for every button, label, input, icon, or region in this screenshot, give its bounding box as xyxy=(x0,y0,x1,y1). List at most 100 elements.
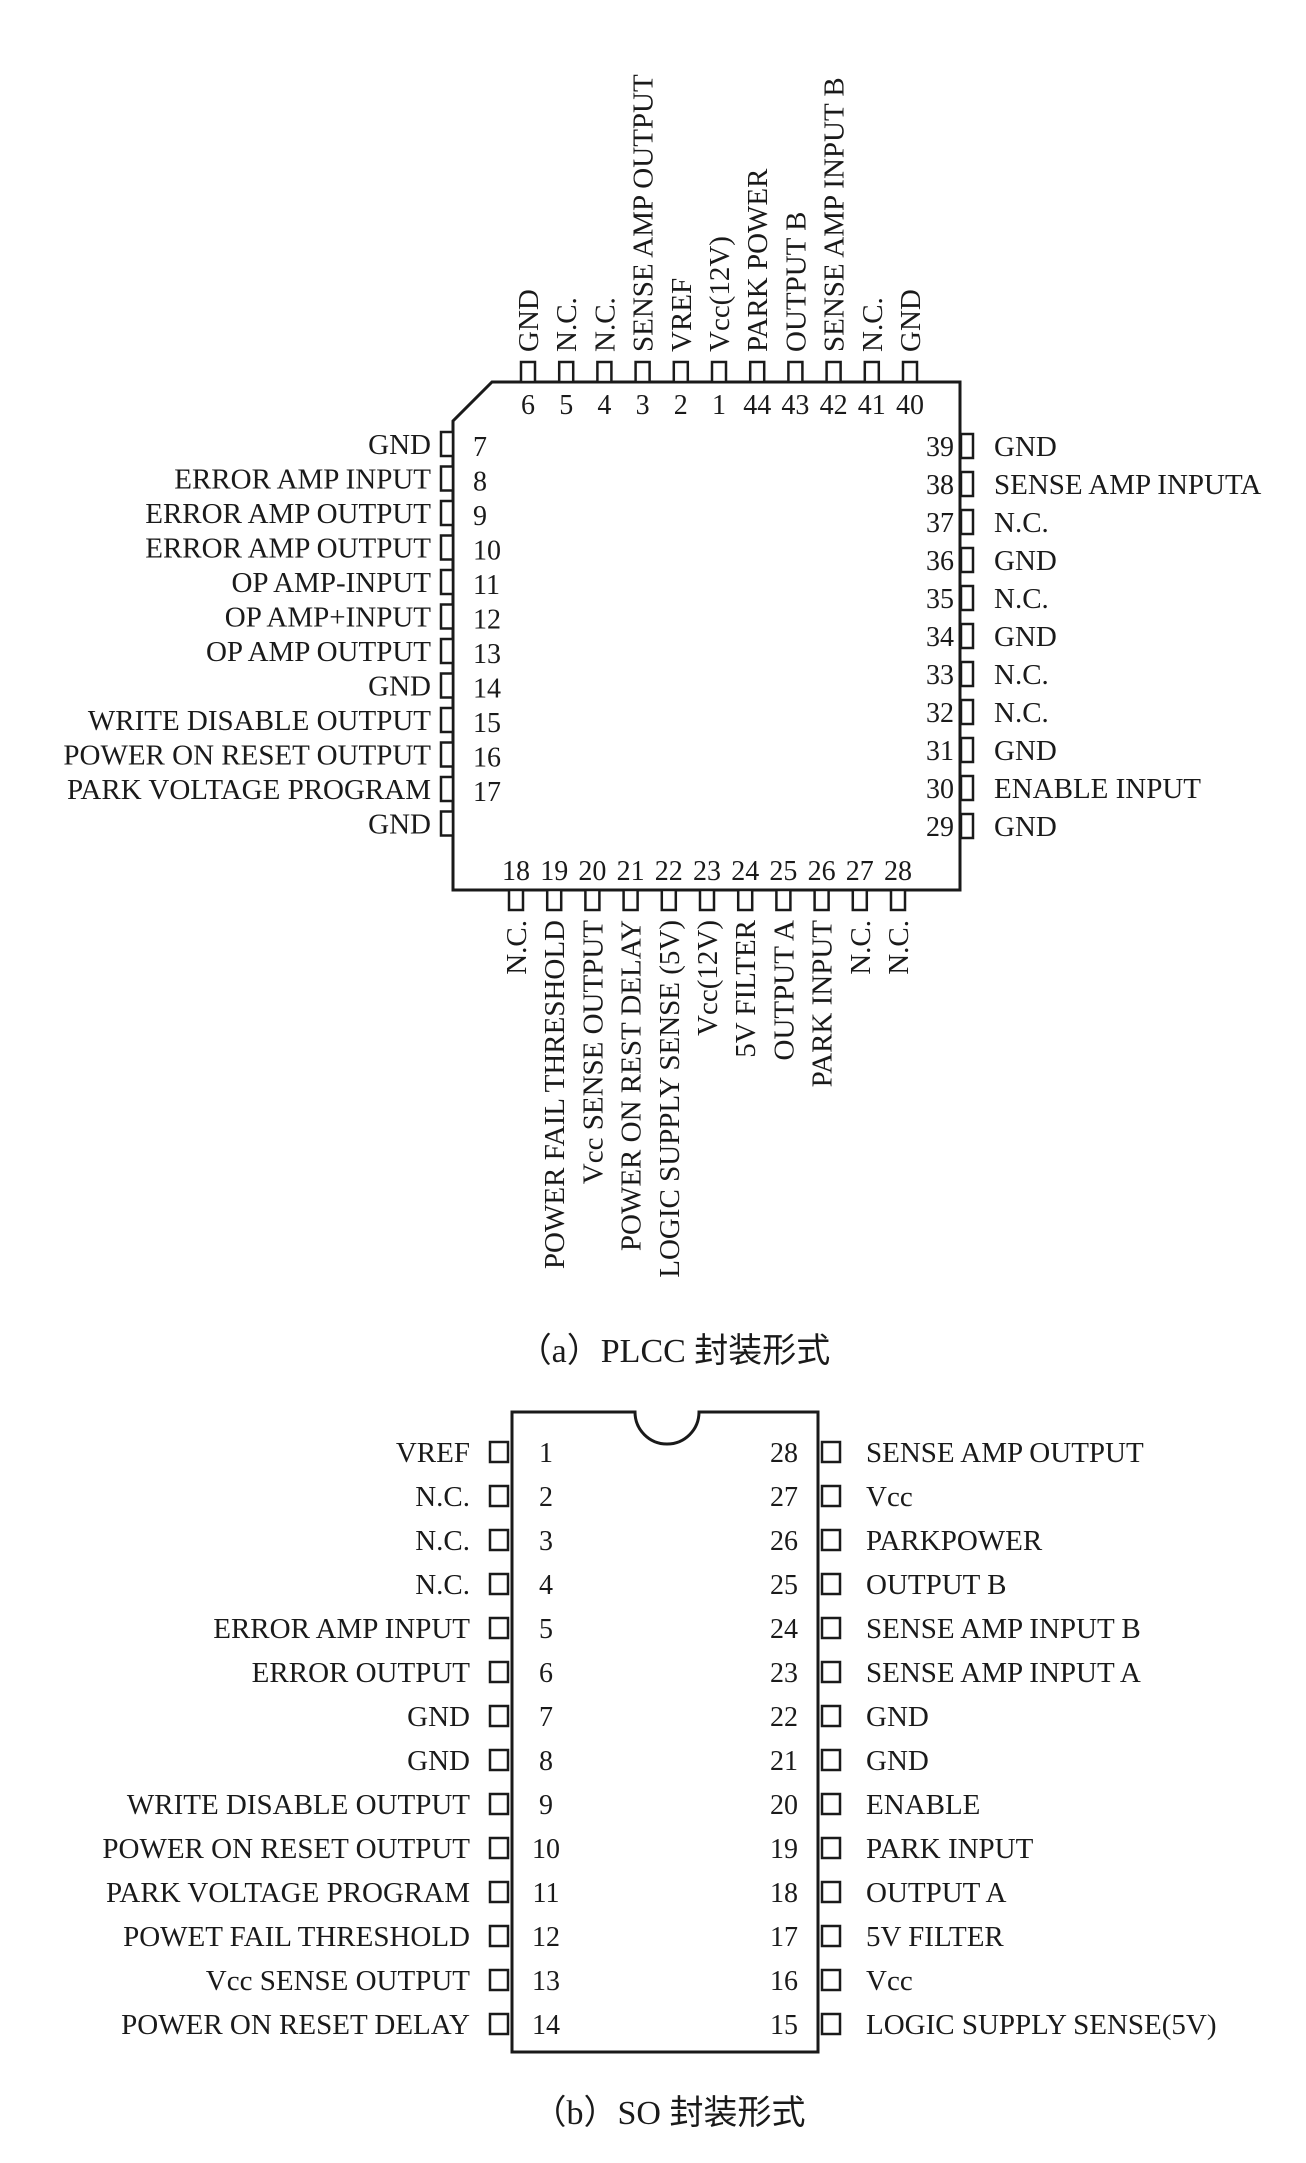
so-pin-label: 5V FILTER xyxy=(866,1921,1004,1953)
so-pin-label: N.C. xyxy=(415,1481,470,1513)
so-pin-lead xyxy=(820,1924,842,1948)
plcc-pin-lead xyxy=(698,888,716,912)
plcc-pin-label: GND xyxy=(994,545,1057,577)
plcc-pin-lead xyxy=(863,360,881,384)
plcc-pin-label: WRITE DISABLE OUTPUT xyxy=(88,705,431,737)
so-pin-lead xyxy=(488,1792,510,1816)
so-pin-lead xyxy=(488,1616,510,1640)
plcc-pin-label: PARK INPUT xyxy=(807,920,839,1088)
so-pin-label: PARK INPUT xyxy=(866,1833,1034,1865)
so-pin-lead xyxy=(820,1660,842,1684)
plcc-pin-number: 3 xyxy=(636,390,650,421)
so-pin-number: 22 xyxy=(770,1702,798,1733)
so-pin-label: Vcc xyxy=(866,1481,913,1513)
plcc-pin-number: 43 xyxy=(781,390,809,421)
plcc-pin-label: Vcc SENSE OUTPUT xyxy=(577,920,609,1184)
so-pin-label: GND xyxy=(407,1745,470,1777)
plcc-pin-number: 26 xyxy=(808,856,836,887)
plcc-pin-label: N.C. xyxy=(501,920,533,975)
so-pin-label: N.C. xyxy=(415,1569,470,1601)
plcc-pin-number: 12 xyxy=(473,605,501,636)
plcc-pin-label: GND xyxy=(895,289,927,352)
plcc-pin-label: GND xyxy=(513,289,545,352)
plcc-pin-label: SENSE AMP INPUT B xyxy=(819,77,851,352)
plcc-pin-label: 5V FILTER xyxy=(730,919,762,1057)
plcc-pin-number: 24 xyxy=(731,856,759,887)
so-pin-number: 13 xyxy=(532,1966,560,1997)
plcc-pin-lead xyxy=(439,706,455,734)
plcc-pin-number: 2 xyxy=(674,390,688,421)
plcc-pin-lead xyxy=(596,360,613,384)
so-body-outline xyxy=(510,1410,820,2054)
plcc-pin-number: 39 xyxy=(926,432,954,463)
plcc-pin-lead xyxy=(622,888,639,912)
so-pin-number: 20 xyxy=(770,1790,798,1821)
plcc-pin-number: 13 xyxy=(473,639,501,670)
so-pin-lead xyxy=(488,1968,510,1992)
plcc-pin-number: 40 xyxy=(896,390,924,421)
so-pin-lead xyxy=(488,1880,510,1904)
so-pin-lead xyxy=(488,1924,510,1948)
so-pin-number: 23 xyxy=(770,1658,798,1689)
plcc-pin-lead xyxy=(439,775,455,803)
so-pin-lead xyxy=(488,1440,510,1464)
so-pin-lead xyxy=(820,1440,842,1464)
plcc-pin-number: 31 xyxy=(926,736,954,767)
plcc-pin-number: 11 xyxy=(473,570,500,601)
so-pin-number: 19 xyxy=(770,1834,798,1865)
so-pin-number: 28 xyxy=(770,1438,798,1469)
plcc-pin-number: 19 xyxy=(540,856,568,887)
plcc-pin-number: 35 xyxy=(926,584,954,615)
plcc-pin-label: Vcc(12V) xyxy=(704,236,736,352)
plcc-pin-number: 29 xyxy=(926,812,954,843)
plcc-pin-number: 22 xyxy=(655,856,683,887)
so-pin-lead xyxy=(488,1484,510,1508)
plcc-pin-number: 44 xyxy=(743,390,771,421)
plcc-pin-label: N.C. xyxy=(994,507,1049,539)
so-pin-lead xyxy=(488,1748,510,1772)
plcc-pin-lead xyxy=(584,888,601,912)
so-pin-lead xyxy=(488,1528,510,1552)
so-pin-lead xyxy=(820,1792,842,1816)
so-pin-number: 7 xyxy=(539,1702,553,1733)
plcc-pin-lead xyxy=(901,360,919,384)
plcc-pin-number: 38 xyxy=(926,470,954,501)
so-pin-lead xyxy=(488,1660,510,1684)
plcc-pin-lead xyxy=(851,888,869,912)
plcc-pin-lead xyxy=(959,660,975,688)
so-pin-label: Vcc xyxy=(866,1965,913,1997)
plcc-pin-lead xyxy=(439,568,455,596)
plcc-pin-label: N.C. xyxy=(845,920,877,975)
plcc-pin-label: ERROR AMP OUTPUT xyxy=(145,498,431,530)
plcc-pin-lead xyxy=(959,584,975,612)
so-pin-lead xyxy=(488,2012,510,2036)
plcc-pin-lead xyxy=(557,360,575,384)
so-pin-label: GND xyxy=(407,1701,470,1733)
so-pin-label: LOGIC SUPPLY SENSE(5V) xyxy=(866,2009,1217,2041)
so-pin-lead xyxy=(488,1836,510,1860)
so-pin-number: 8 xyxy=(539,1746,553,1777)
so-pin-label: WRITE DISABLE OUTPUT xyxy=(127,1789,470,1821)
plcc-pin-label: SENSE AMP OUTPUT xyxy=(628,74,660,352)
so-pin-label: POWET FAIL THRESHOLD xyxy=(123,1921,470,1953)
so-pin-number: 3 xyxy=(539,1526,553,1557)
plcc-pin-lead xyxy=(736,888,754,912)
so-pin-number: 4 xyxy=(539,1570,553,1601)
so-pin-label: ERROR OUTPUT xyxy=(252,1657,471,1689)
so-pin-number: 25 xyxy=(770,1570,798,1601)
so-pin-number: 10 xyxy=(532,1834,560,1865)
so-pin-lead xyxy=(820,1968,842,1992)
so-pin-number: 12 xyxy=(532,1922,560,1953)
plcc-pin-lead xyxy=(672,360,690,384)
so-caption: （b）SO 封装形式 xyxy=(533,2094,806,2132)
plcc-pin-number: 6 xyxy=(521,390,535,421)
plcc-pin-lead xyxy=(775,888,792,912)
plcc-pin-lead xyxy=(545,888,563,912)
plcc-pin-lead xyxy=(959,546,975,574)
plcc-pin-number: 17 xyxy=(473,777,501,808)
plcc-pin-lead xyxy=(959,774,975,802)
plcc-pin-label: PARK VOLTAGE PROGRAM xyxy=(67,774,431,806)
plcc-pin-lead xyxy=(748,360,766,384)
